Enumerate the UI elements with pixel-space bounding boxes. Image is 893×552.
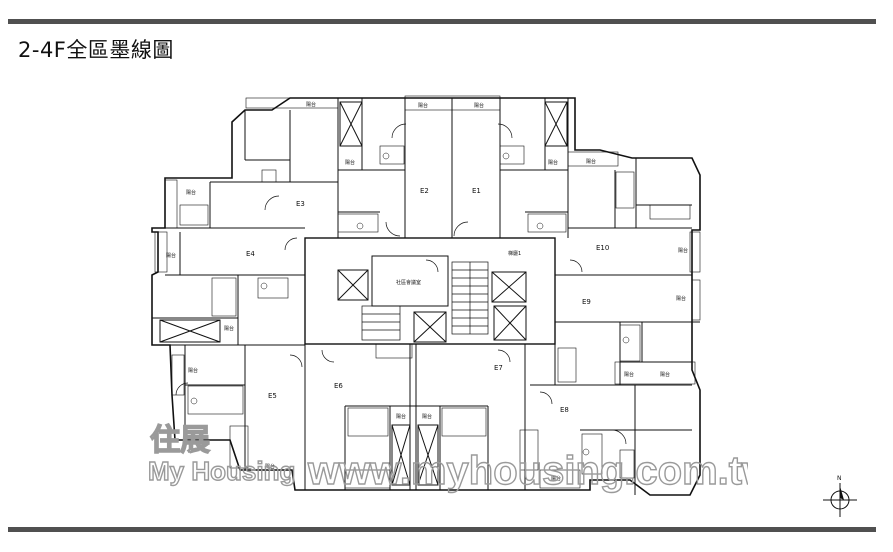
balcony-label: 陽台 [474,102,484,109]
unit-label-e9: E9 [582,298,591,306]
watermark-url: www.myhousing.com.tw [307,449,748,493]
balcony-label: 陽台 [396,413,406,420]
balcony-label: 陽台 [548,159,558,166]
compass-icon: N [823,475,857,517]
balcony-label: 陽台 [306,101,316,108]
page-title: 2-4F全區墨線圖 [18,38,174,62]
balcony-label: 陽台 [345,159,355,166]
balcony-label: 陽台 [586,158,596,165]
balcony-label: 陽台 [422,413,432,420]
unit-label-e6: E6 [334,382,343,390]
watermark-brand: My Housing [148,456,295,486]
top-divider [8,19,876,24]
unit-label-e8: E8 [560,406,569,414]
balcony-label: 陽台 [224,325,234,332]
watermark: 住展 My Housing www.myhousing.com.tw [148,423,748,493]
unit-label-e1: E1 [472,187,481,195]
compass-letter: N [837,475,842,482]
lounge-label: 社區會議室 [396,279,421,286]
balcony-label: 陽台 [166,252,176,259]
unit-label-e10: E10 [596,244,609,252]
unit-labels: E2 E1 E3 E4 E5 E6 E7 E8 E9 E10 [246,187,609,414]
watermark-logo: 住展 [150,424,210,457]
balcony-label: 陽台 [676,295,686,302]
unit-label-e4: E4 [246,250,255,258]
balcony-labels: 陽台 陽台 陽台 陽台 陽台 陽台 陽台 陽台 陽台 陽台 陽台 陽台 陽台 陽… [166,101,688,482]
balcony-label: 陽台 [186,189,196,196]
unit-label-e3: E3 [296,200,305,208]
bottom-divider [8,527,876,532]
balcony-label: 陽台 [418,102,428,109]
balcony-label: 陽台 [265,463,275,470]
balcony-label: 陽台 [551,475,561,482]
corridor-label: 梯廳1 [508,250,521,257]
unit-label-e2: E2 [420,187,429,195]
balcony-label: 陽台 [660,371,670,378]
balcony-label: 陽台 [624,371,634,378]
balcony-label: 陽台 [188,367,198,374]
unit-label-e5: E5 [268,392,277,400]
unit-label-e7: E7 [494,364,503,372]
balcony-label: 陽台 [678,247,688,254]
